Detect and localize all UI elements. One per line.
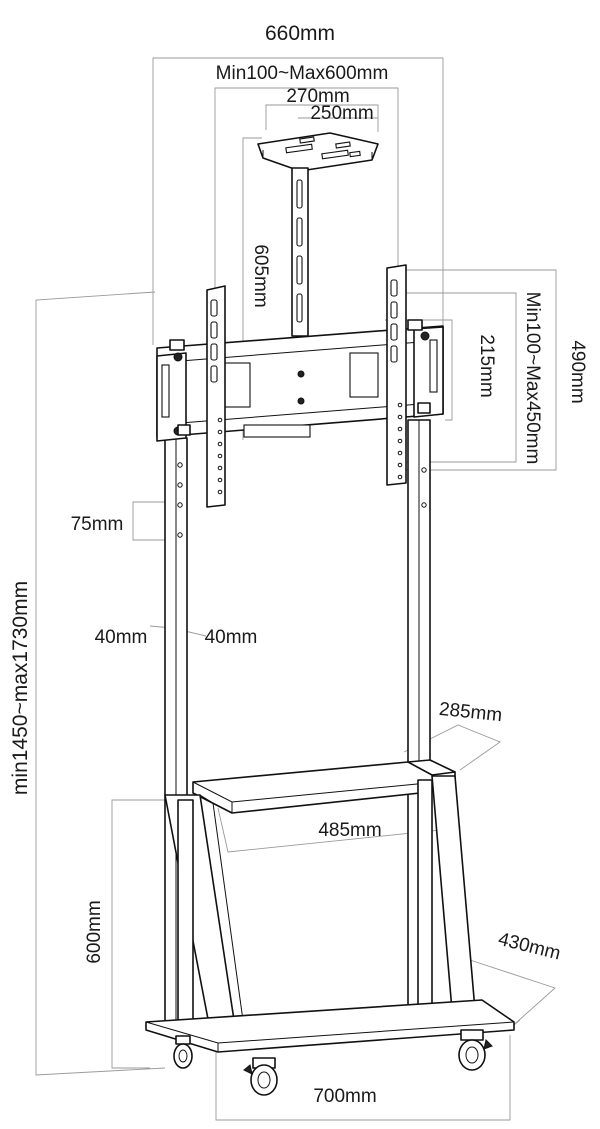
caster-wheel: [458, 1029, 493, 1071]
right-frame-leg: [417, 775, 476, 1013]
left-frame-leg: [164, 794, 246, 1041]
label-hole-spacing: 75mm: [71, 514, 124, 535]
label-shelf-width: 485mm: [318, 820, 381, 841]
label-column-depth: 40mm: [205, 627, 258, 648]
caster-wheel: [243, 1057, 278, 1096]
label-overall-bracket-height: 490mm: [567, 340, 588, 403]
top-tray: [257, 132, 379, 172]
label-tray-depth: 250mm: [310, 103, 373, 124]
label-vesa-width-range: Min100~Max600mm: [216, 63, 389, 84]
caster-wheels: [173, 1029, 493, 1096]
base-plate: [145, 999, 515, 1053]
label-bracket-height: 605mm: [250, 244, 271, 307]
dimension-labels: 660mm Min100~Max600mm 270mm 250mm 605mm …: [9, 22, 588, 1107]
label-vesa-height-range: Min100~Max450mm: [522, 292, 543, 465]
label-overall-width: 660mm: [265, 22, 335, 45]
label-base-width: 700mm: [313, 1086, 376, 1107]
tray-support-post: [291, 167, 309, 337]
label-total-height-range: min1450~max1730mm: [9, 581, 32, 795]
label-shelf-depth: 285mm: [438, 699, 503, 727]
right-vesa-arm: [386, 264, 407, 486]
label-crossbar-height: 215mm: [476, 334, 497, 397]
label-shelf-height: 600mm: [84, 900, 105, 963]
label-tray-width: 270mm: [286, 86, 349, 107]
label-base-depth: 430mm: [496, 929, 563, 965]
caster-wheel: [173, 1035, 193, 1069]
left-vesa-arm: [206, 285, 226, 508]
label-column-width: 40mm: [95, 627, 148, 648]
